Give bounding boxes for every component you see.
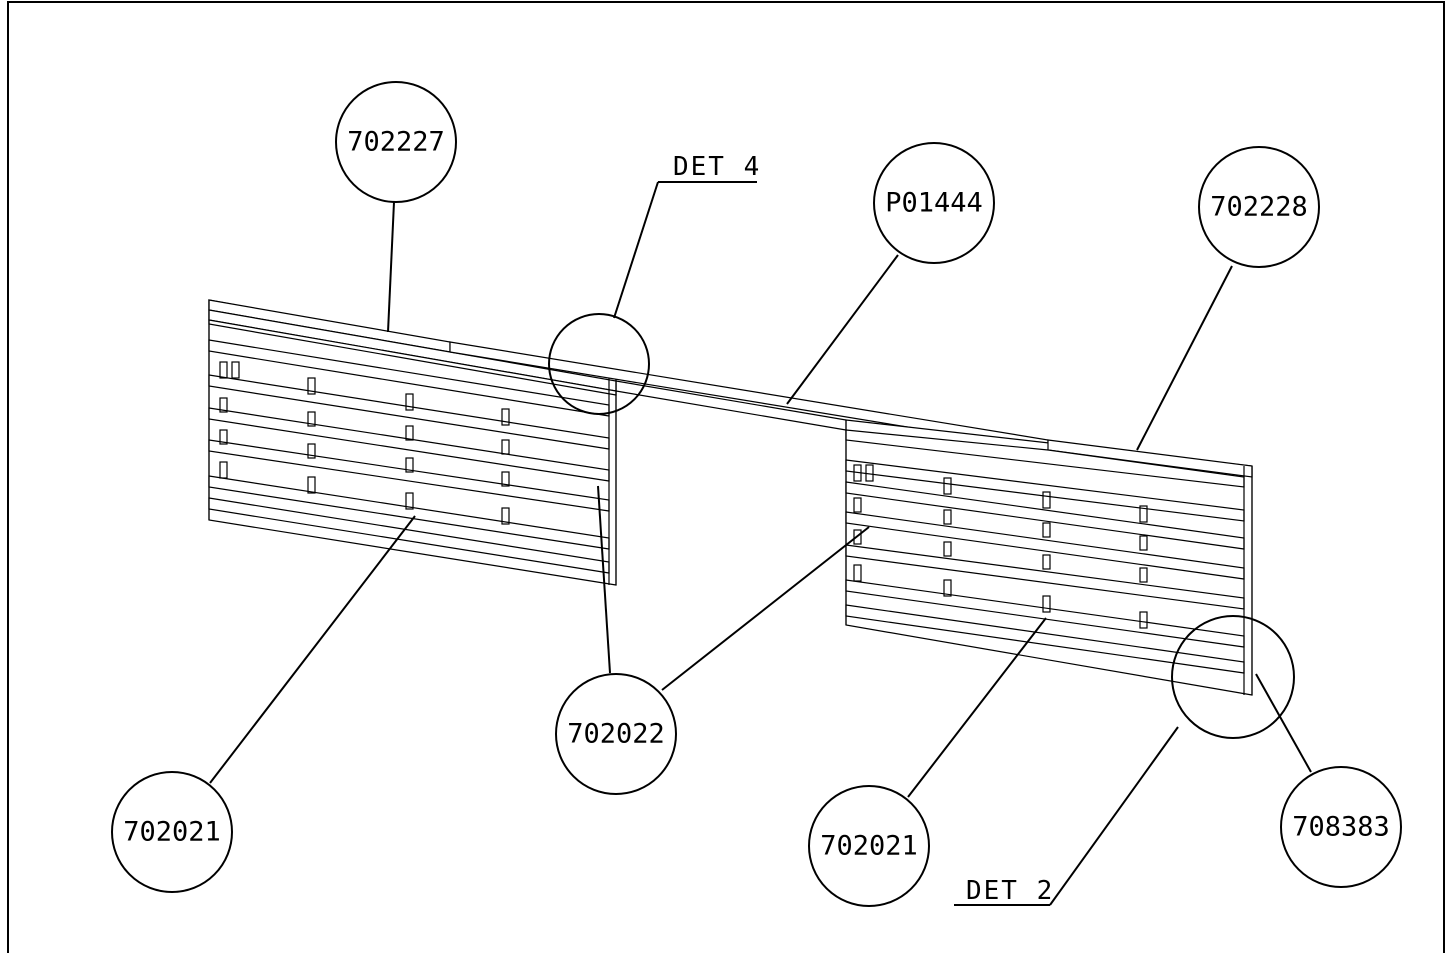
balloon-708383-label: 708383 [1292,812,1390,843]
balloon-702021-left: 702021 [111,771,233,893]
balloon-702228: 702228 [1198,146,1320,268]
balloon-702227-label: 702227 [347,127,445,158]
balloon-702022-label: 702022 [567,719,665,750]
balloon-708383: 708383 [1280,766,1402,888]
balloon-p01444-label: P01444 [885,188,983,219]
balloon-702021-right-label: 702021 [820,831,918,862]
detail-circle-det2 [1171,615,1295,739]
right-fence-panel [845,419,1253,696]
balloon-702022: 702022 [555,673,677,795]
det4-label: DET 4 [673,152,761,182]
balloon-702228-label: 702228 [1210,192,1308,223]
left-fence-panel [208,299,617,586]
balloon-702021-right: 702021 [808,785,930,907]
balloon-702021-left-label: 702021 [123,817,221,848]
det2-label: DET 2 [966,876,1054,906]
drawing-border [7,1,1445,953]
leader-lines [209,181,1312,906]
balloon-p01444: P01444 [873,142,995,264]
balloon-702227: 702227 [335,81,457,203]
detail-circle-det4 [548,313,650,415]
